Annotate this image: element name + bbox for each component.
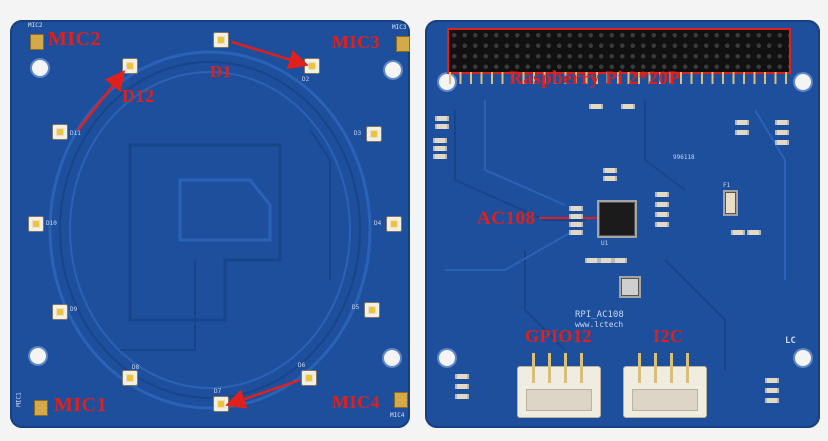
silk-mic4: MIC4 [390, 412, 405, 419]
smd-part [599, 258, 613, 263]
led-d12 [122, 58, 138, 74]
smd-part [765, 378, 779, 383]
silk-d6: D6 [298, 362, 306, 369]
microphone-led-board: MIC2 MIC3 MIC1 MIC4 D2 D3 D4 D5 D6 D7 D8… [10, 20, 410, 428]
smd-part [435, 116, 449, 121]
led-d8 [122, 370, 138, 386]
mount-hole [32, 60, 48, 76]
smd-part [433, 138, 447, 143]
smd-part [435, 124, 449, 129]
label-mic1: MIC1 [54, 394, 108, 416]
silk-d10: D10 [46, 220, 57, 227]
silk-f1: F1 [723, 182, 731, 189]
smd-part [731, 230, 745, 235]
silk-d9: D9 [70, 306, 78, 313]
smd-part [775, 140, 789, 145]
smd-part [569, 222, 583, 227]
smd-part [775, 120, 789, 125]
smd-part [589, 104, 603, 109]
silk-logo: LC [785, 336, 796, 346]
crystal [621, 278, 639, 296]
raspberry-pi-header [447, 28, 791, 74]
silk-u1: U1 [601, 240, 609, 247]
silk-mic2: MIC2 [28, 22, 43, 29]
silk-mic3: MIC3 [392, 24, 407, 31]
led-d11 [52, 124, 68, 140]
mount-hole [384, 350, 400, 366]
fuse-f1 [725, 192, 736, 214]
left-board-traces [48, 50, 372, 410]
smd-part [775, 130, 789, 135]
label-ac108: AC108 [477, 208, 536, 229]
smd-part [765, 388, 779, 393]
smd-part [655, 222, 669, 227]
silk-d5: D5 [352, 304, 360, 311]
smd-part [655, 192, 669, 197]
mic2-pad [30, 34, 44, 50]
right-board-traces [445, 100, 786, 370]
led-d9 [52, 304, 68, 320]
silk-d7: D7 [214, 388, 222, 395]
smd-part [603, 176, 617, 181]
smd-part [455, 394, 469, 399]
silk-d2: D2 [302, 76, 310, 83]
ac108-driver-board: Raspberry Pi 2*20P U1 F1 AC108 996118 RP… [425, 20, 820, 428]
silk-url: www.lctech [575, 320, 624, 329]
smd-part [655, 212, 669, 217]
label-i2c: I2C [653, 326, 684, 346]
annotation-arrows [77, 40, 309, 409]
ac108-chip [599, 202, 635, 236]
label-d12: D12 [122, 86, 155, 106]
mount-hole [439, 350, 455, 366]
smd-part [603, 168, 617, 173]
header-pins [449, 72, 787, 84]
label-raspberry-pi-header: Raspberry Pi 2*20P [509, 68, 681, 89]
mic4-pad [394, 392, 408, 408]
mount-hole [385, 62, 401, 78]
smd-part [613, 258, 627, 263]
mount-hole [795, 350, 811, 366]
smd-part [433, 154, 447, 159]
led-d5 [364, 302, 380, 318]
smd-part [569, 214, 583, 219]
smd-part [621, 104, 635, 109]
gpio12-connector [517, 353, 601, 418]
smd-part [765, 398, 779, 403]
led-d3 [366, 126, 382, 142]
silk-d3: D3 [354, 130, 362, 137]
label-d1: D1 [210, 62, 232, 81]
led-d1 [213, 32, 229, 48]
label-mic4: MIC4 [332, 392, 380, 412]
mount-hole [30, 348, 46, 364]
label-gpio12: GPIO12 [525, 326, 593, 346]
smd-part [735, 120, 749, 125]
silk-d8: D8 [132, 364, 140, 371]
smd-part [747, 230, 761, 235]
label-mic3: MIC3 [332, 32, 380, 52]
i2c-connector [623, 353, 707, 418]
smd-part [569, 230, 583, 235]
smd-part [569, 206, 583, 211]
ac108-arrow [539, 217, 597, 219]
smd-part [455, 384, 469, 389]
smd-part [735, 130, 749, 135]
mic1-pad [34, 400, 48, 416]
silk-d4: D4 [374, 220, 382, 227]
smd-part [655, 202, 669, 207]
led-d6 [301, 370, 317, 386]
label-mic2: MIC2 [48, 28, 102, 50]
mount-hole [795, 74, 811, 90]
silk-d11: D11 [70, 130, 81, 137]
silk-model: RPI_AC108 [575, 310, 624, 320]
smd-part [433, 146, 447, 151]
led-d10 [28, 216, 44, 232]
led-d4 [386, 216, 402, 232]
silk-code: 996118 [673, 154, 695, 161]
smd-part [585, 258, 599, 263]
smd-part [455, 374, 469, 379]
mic3-pad [396, 36, 410, 52]
